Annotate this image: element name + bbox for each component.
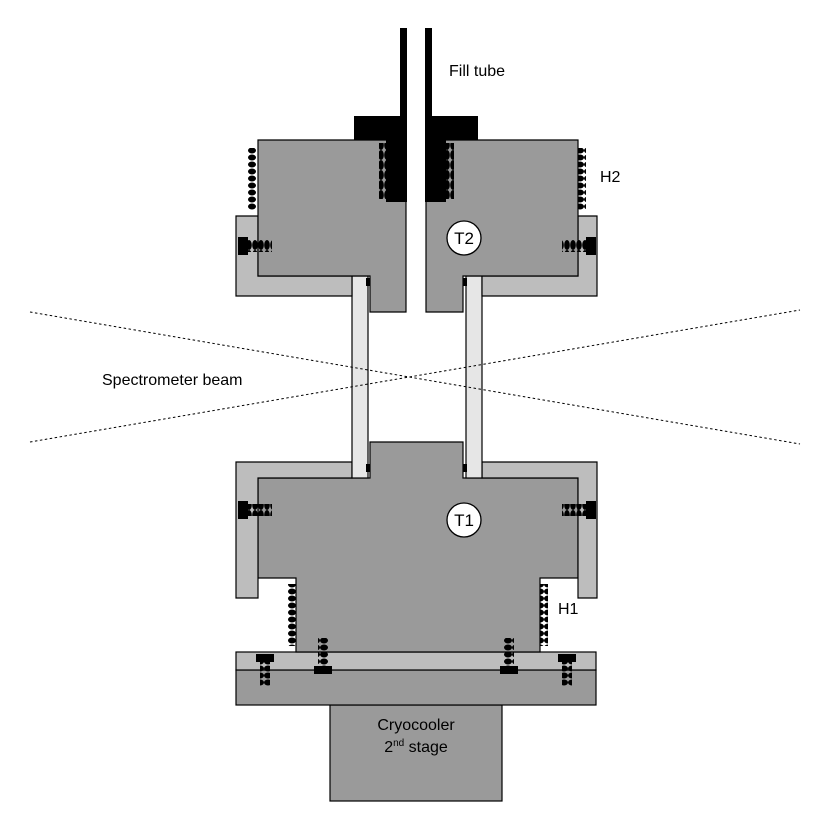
screw-bottom-left xyxy=(238,501,272,519)
fill-thread-right xyxy=(432,140,446,202)
sensor-t1-label: T1 xyxy=(454,511,474,530)
fill-tube-nut-right xyxy=(432,116,478,140)
beam-line-1 xyxy=(29,311,801,445)
screw-top-left xyxy=(238,237,272,255)
fill-tube-left-wall xyxy=(400,28,407,202)
sensor-t1-ring xyxy=(446,502,482,538)
base-plate-lower xyxy=(235,669,597,706)
superscript: nd xyxy=(393,738,404,749)
top-cell-right xyxy=(425,139,579,313)
heater-h2-label: H2 xyxy=(600,169,621,186)
screw-bottom-right xyxy=(562,501,596,519)
heater-h1-coil-right xyxy=(540,584,548,646)
screw-base-1 xyxy=(256,654,274,686)
heater-h1-label: H1 xyxy=(558,601,579,618)
seal-left-top xyxy=(366,278,370,286)
screw-base-4 xyxy=(558,654,576,686)
window-right xyxy=(465,275,483,479)
screw-base-2 xyxy=(314,638,332,674)
heater-h2-coil-right xyxy=(578,148,586,210)
fill-tube-label: Fill tube xyxy=(449,63,505,80)
fill-tube-nut-left xyxy=(354,116,400,140)
heater-h2-coil-left xyxy=(248,148,256,210)
beam-label: Spectrometer beam xyxy=(102,372,243,389)
seal-right-top xyxy=(463,278,467,286)
seal-right-bottom xyxy=(463,464,467,472)
seal-left-bottom xyxy=(366,464,370,472)
fill-thread-right-teeth xyxy=(446,143,454,199)
cryocooler-stage xyxy=(329,704,503,802)
base-plate-upper xyxy=(235,651,597,671)
sensor-t2-label: T2 xyxy=(454,229,474,248)
heater-h1-coil-left xyxy=(288,584,296,646)
screw-top-right xyxy=(562,237,596,255)
fill-thread-left-teeth xyxy=(379,143,387,199)
window-left xyxy=(351,275,369,479)
sensor-t2-ring xyxy=(446,220,482,256)
fill-tube-right-wall xyxy=(425,28,432,202)
cryocooler-label-line2: 2nd stage xyxy=(384,738,448,756)
cryocooler-label-line1: Cryocooler xyxy=(377,717,455,734)
beam-line-2 xyxy=(29,309,801,443)
screw-base-3 xyxy=(500,638,518,674)
fill-thread-left xyxy=(386,140,400,202)
